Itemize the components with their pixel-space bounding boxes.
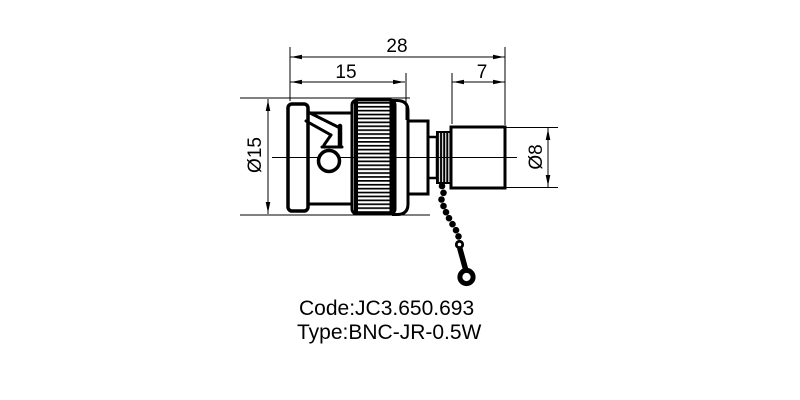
dim-text-load-length: 7 [477,62,488,83]
bayonet-slot [304,110,344,149]
ball-chain [438,182,462,240]
caption: Code:JC3.650.693 Type:BNC-JR-0.5W [297,297,482,344]
dim-text-overall-length: 28 [386,36,407,57]
dim-text-coupling-length: 15 [335,62,356,83]
chain-pin [454,239,476,287]
pin-bottom-ring [457,267,476,287]
dim-text-load-diameter: Ø8 [526,144,547,169]
caption-code: Code:JC3.650.693 [299,297,474,320]
dim-text-flange-diameter: Ø15 [245,137,266,173]
caption-type: Type:BNC-JR-0.5W [297,321,482,344]
dimension-lines [240,47,558,216]
pin-shaft [457,246,469,272]
bayonet-slot-circle [316,148,342,174]
dimension-arrowheads [265,54,551,213]
